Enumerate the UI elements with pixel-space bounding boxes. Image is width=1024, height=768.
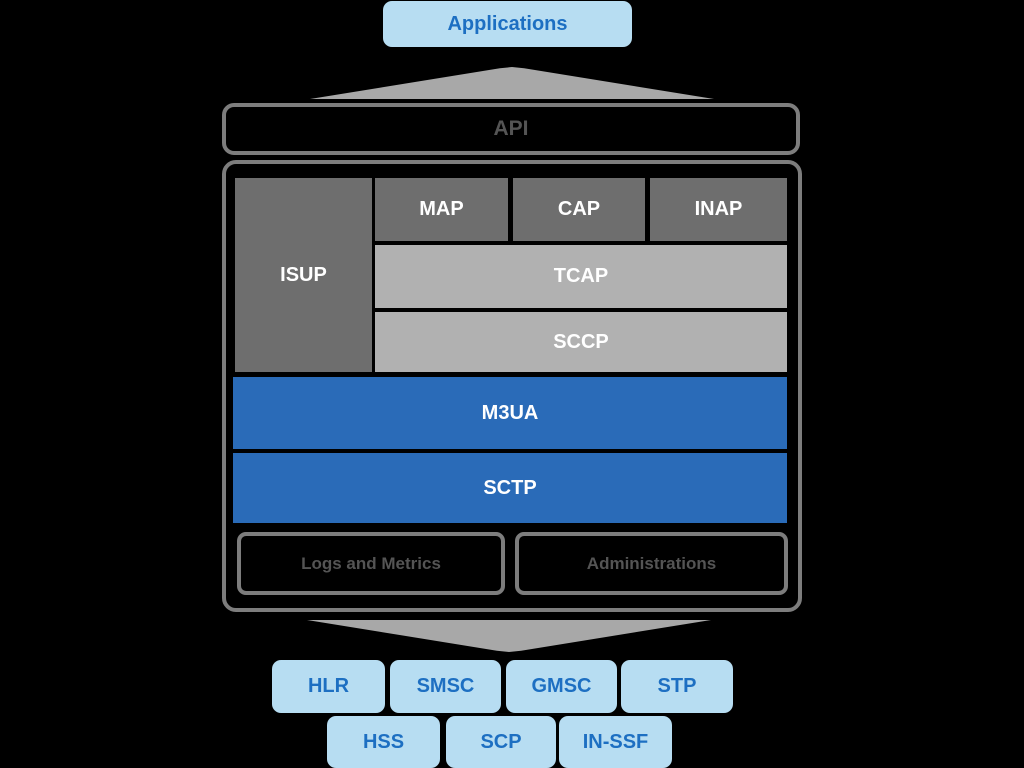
node-hlr: HLR: [272, 660, 385, 713]
hlr-label: HLR: [307, 675, 350, 697]
sccp-node: SCCP: [375, 312, 787, 372]
map-node: MAP: [375, 178, 508, 241]
inap-label: INAP: [694, 198, 743, 220]
logs-and-metrics-label: Logs and Metrics: [301, 553, 441, 573]
node-scp: SCP: [446, 716, 556, 768]
map-label: MAP: [419, 198, 464, 220]
in-ssf-label: IN-SSF: [582, 730, 649, 753]
tcap-label: TCAP: [553, 265, 609, 287]
protocol-stack-container: ISUP MAP CAP INAP TCAP SCCP M3UA SCTP Lo…: [222, 160, 802, 612]
tcap-node: TCAP: [375, 245, 787, 308]
gmsc-label: GMSC: [531, 675, 592, 697]
node-stp: STP: [621, 660, 733, 713]
cap-label: CAP: [557, 198, 601, 220]
arrow-up-icon: [310, 67, 714, 99]
node-in-ssf: IN-SSF: [559, 716, 672, 768]
cap-node: CAP: [513, 178, 645, 241]
api-label: API: [493, 117, 529, 140]
hss-label: HSS: [362, 730, 405, 753]
stp-label: STP: [657, 675, 697, 697]
m3ua-node: M3UA: [233, 377, 787, 449]
applications-label: Applications: [447, 12, 568, 35]
sctp-node: SCTP: [233, 453, 787, 523]
m3ua-label: M3UA: [481, 401, 539, 424]
node-hss: HSS: [327, 716, 440, 768]
sctp-label: SCTP: [483, 476, 537, 499]
sccp-label: SCCP: [553, 330, 609, 353]
node-smsc: SMSC: [390, 660, 501, 713]
applications-node: Applications: [383, 1, 632, 47]
administrations-node: Administrations: [515, 532, 788, 595]
isup-label: ISUP: [280, 263, 327, 286]
scp-label: SCP: [480, 730, 522, 753]
inap-node: INAP: [650, 178, 787, 241]
api-node: API: [222, 103, 800, 155]
administrations-label: Administrations: [586, 553, 717, 573]
smsc-label: SMSC: [416, 675, 475, 697]
arrow-down-icon: [307, 620, 711, 652]
node-gmsc: GMSC: [506, 660, 617, 713]
logs-and-metrics-node: Logs and Metrics: [237, 532, 505, 595]
isup-node: ISUP: [235, 178, 372, 372]
